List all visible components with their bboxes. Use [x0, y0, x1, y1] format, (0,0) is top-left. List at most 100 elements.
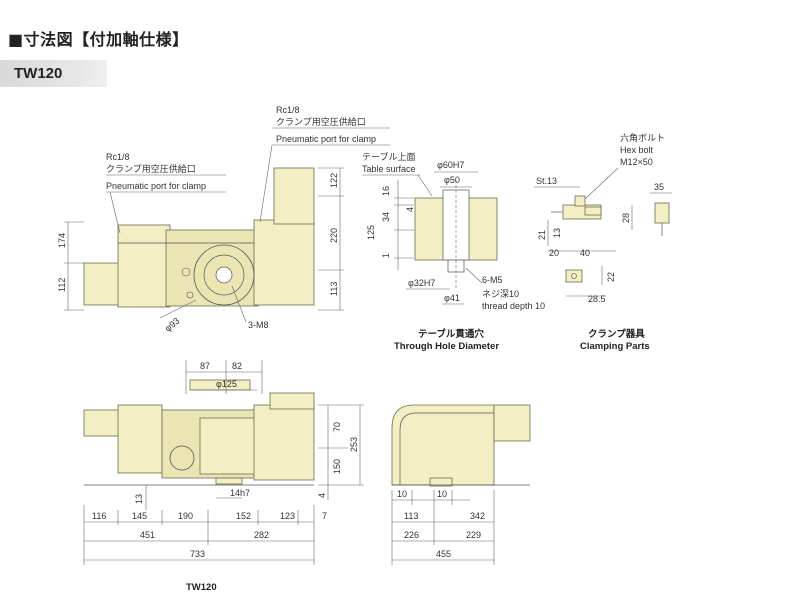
dim-label: 40	[580, 248, 590, 258]
side-key	[429, 477, 453, 487]
dim-label: 125	[366, 225, 376, 240]
dim-label: 21	[537, 230, 547, 240]
bolt-hole	[186, 291, 194, 299]
dim-label: 451	[140, 530, 155, 540]
dim-label: 4	[317, 493, 327, 498]
through-hole-detail: テーブル上面 Table surface φ60H7 φ50 16 4 34 1…	[362, 151, 545, 352]
dim-label: 112	[57, 278, 67, 292]
dim-label: 282	[254, 530, 269, 540]
dim-label: 70	[332, 422, 342, 432]
dim-label: 82	[232, 361, 242, 371]
callout-rc-a-en: Pneumatic port for clamp	[106, 181, 206, 191]
dim-label: 116	[92, 511, 106, 521]
dim-label: St.13	[536, 176, 557, 186]
dim-label: φ125	[216, 379, 237, 389]
dim-label: 34	[381, 212, 391, 222]
top-view-callouts: Rc1/8 クランプ用空圧供給口 Pneumatic port for clam…	[106, 105, 390, 234]
callout-rc-b: Rc1/8	[276, 105, 300, 115]
dim-label: 1	[381, 253, 391, 258]
dim-label: 342	[470, 511, 485, 521]
dim-label: φ60H7	[437, 160, 464, 170]
dim-label: 113	[404, 511, 418, 521]
side-body	[391, 404, 495, 486]
dim-label: φ32H7	[408, 278, 435, 288]
table-ring	[203, 254, 245, 296]
dim-label: φ50	[444, 175, 460, 185]
dim-label: 13	[134, 494, 144, 504]
dim-label: 226	[404, 530, 419, 540]
bolt-hole	[181, 267, 191, 277]
callout-hex-bolt-jp: 六角ボルト	[620, 132, 665, 143]
dim-label: 152	[236, 511, 251, 521]
dim-label: 123	[280, 511, 295, 521]
callout-rc-a: Rc1/8	[106, 152, 130, 162]
callout-table-surface-en: Table surface	[362, 164, 416, 174]
dim-label: 16	[381, 186, 391, 196]
callout-thread-jp: ネジ深10	[482, 289, 519, 299]
caption-clamping-jp: クランプ器具	[588, 328, 645, 340]
front-motor-housing	[117, 404, 163, 474]
callout-rc-a-jp: クランプ用空圧供給口	[106, 163, 196, 174]
upper-housing	[273, 167, 315, 225]
page-title: ■寸法図【付加軸仕様】	[8, 30, 189, 49]
callout-rc-b-jp: クランプ用空圧供給口	[276, 116, 366, 127]
motor-left	[83, 262, 123, 306]
clamp-nut	[565, 269, 583, 283]
callout-m5: 6-M5	[482, 275, 503, 285]
dim-label: 4	[405, 207, 415, 212]
side-housing	[253, 219, 315, 306]
model-tab: TW120	[0, 60, 107, 87]
dim-label: φ93	[163, 316, 182, 334]
front-view	[83, 379, 315, 486]
dim-label: 733	[190, 549, 205, 559]
dim-label: 10	[437, 489, 447, 499]
center-hole	[215, 266, 233, 284]
dim-label: 14h7	[230, 488, 250, 498]
dim-label: 7	[322, 511, 327, 521]
dim-label: 20	[549, 248, 559, 258]
side-view	[391, 404, 531, 487]
dim-label: 455	[436, 549, 451, 559]
clamp-side-block	[654, 202, 670, 224]
callout-rc-b-en: Pneumatic port for clamp	[276, 134, 376, 144]
dim-label: 28.5	[588, 294, 606, 304]
front-side-housing	[253, 404, 315, 481]
dim-label: 13	[552, 228, 562, 238]
callout-thread-en: thread depth 10	[482, 301, 545, 311]
callout-hex-bolt-size: M12×50	[620, 157, 653, 167]
motor-housing	[117, 224, 171, 308]
clamping-parts: 六角ボルト Hex bolt M12×50 St.13 35 28 21 13 …	[534, 132, 672, 352]
bottom-model-label: TW120	[186, 582, 217, 593]
dim-label: 122	[329, 173, 339, 188]
front-key	[215, 477, 243, 485]
dim-label: 174	[57, 233, 67, 248]
dim-label: 190	[178, 511, 193, 521]
clamp-jaw	[584, 206, 602, 216]
dim-label: 253	[349, 437, 359, 452]
front-motor-left	[83, 409, 123, 437]
caption-clamping-en: Clamping Parts	[580, 341, 650, 352]
front-view-dims: 87 82 φ125 70 253 150 4 13 14h7 116 145 …	[83, 360, 364, 593]
caption-through-hole-en: Through Hole Diameter	[394, 341, 499, 352]
dim-label: 150	[332, 459, 342, 474]
front-motor-flange	[169, 445, 195, 471]
dim-label: 22	[606, 272, 616, 282]
dim-label: 10	[397, 489, 407, 499]
clamp-bolt-head	[574, 195, 586, 207]
dim-label: 87	[200, 361, 210, 371]
model-label: TW120	[14, 65, 63, 82]
side-view-dims: 10 10 113 342 226 229 455	[391, 489, 495, 565]
dim-label: 220	[329, 228, 339, 243]
front-upper-housing	[269, 392, 315, 410]
side-motor	[493, 404, 531, 442]
callout-table-surface-jp: テーブル上面	[362, 151, 415, 162]
dim-label: φ41	[444, 293, 460, 303]
dim-label: 35	[654, 182, 664, 192]
dim-label: 229	[466, 530, 481, 540]
dim-label: 28	[621, 213, 631, 223]
dim-label: 113	[329, 282, 339, 296]
front-table	[199, 417, 257, 475]
top-view	[83, 167, 315, 308]
dim-label: 145	[132, 511, 147, 521]
